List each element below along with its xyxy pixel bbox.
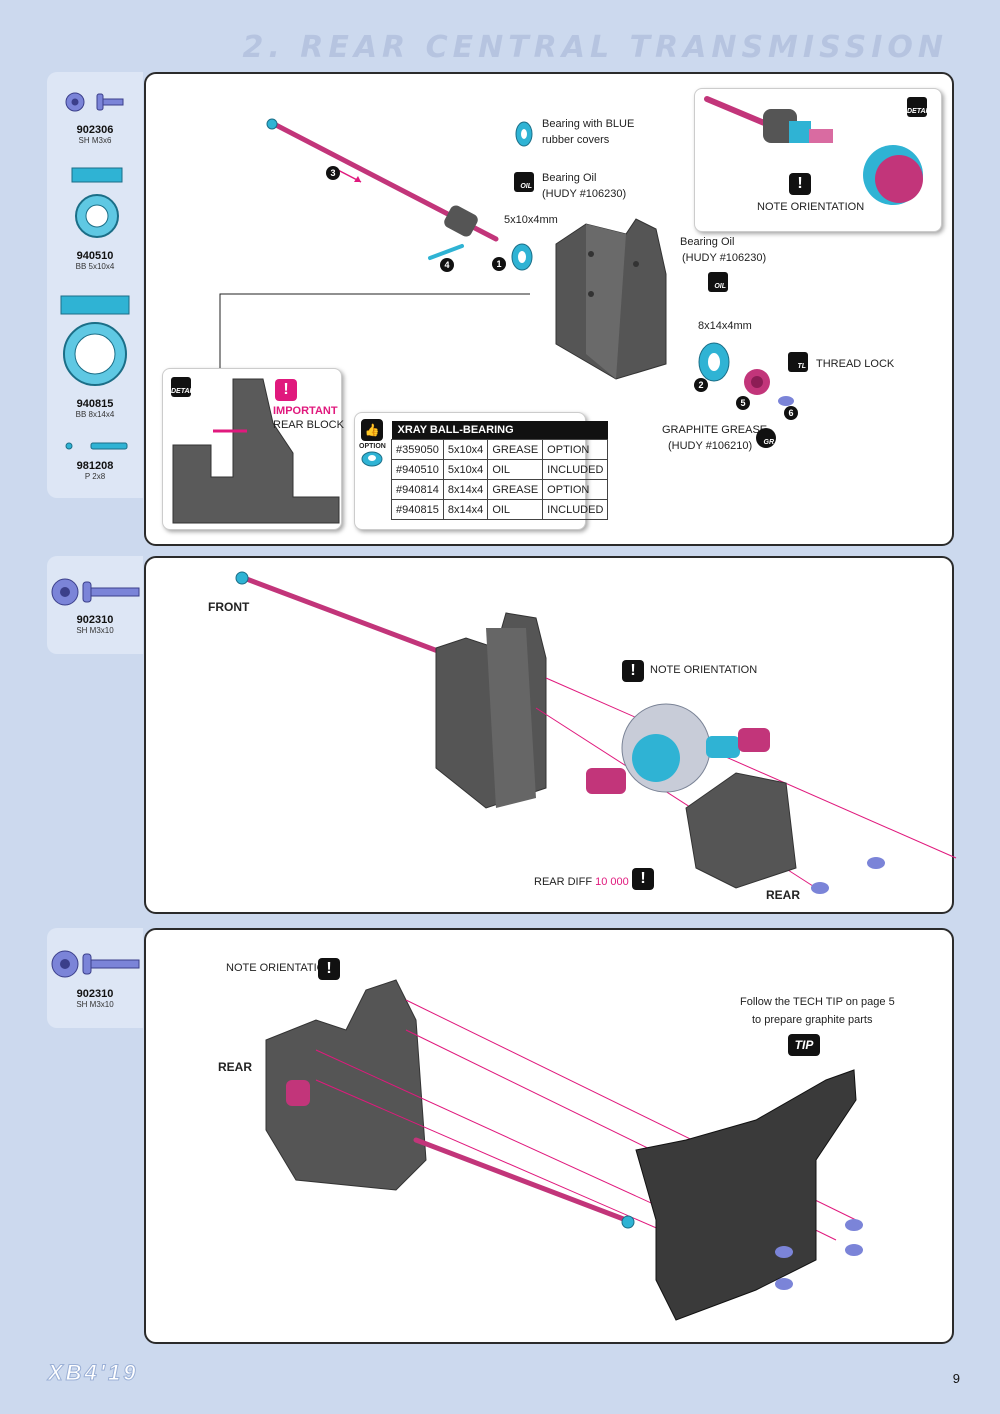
oil-icon: OIL xyxy=(514,172,534,192)
warning-icon: ! xyxy=(622,660,644,682)
note-thread-lock: THREAD LOCK xyxy=(816,358,895,370)
option-badge: 👍 OPTION xyxy=(359,419,386,473)
note-graphite-grease: GRAPHITE GREASE xyxy=(662,424,768,436)
detail-icon: DETAIL xyxy=(907,97,932,117)
diff-gear-detail-image xyxy=(704,96,923,205)
note-orientation: NOTE ORIENTATION xyxy=(226,962,334,974)
note-graphite-grease-ref: (HUDY #106210) xyxy=(668,440,753,452)
oil-icon: OIL xyxy=(708,272,728,292)
tech-tip-line2: to prepare graphite parts xyxy=(752,1014,873,1026)
note-bearing-oil-2: Bearing Oil xyxy=(680,236,735,248)
important-warning-icon: ! xyxy=(275,379,297,401)
step-number: 5 xyxy=(736,396,750,410)
note-orientation: NOTE ORIENTATION xyxy=(650,664,758,676)
table-title: XRAY BALL-BEARING xyxy=(391,421,608,440)
rear-diff-assembly-image xyxy=(235,571,957,894)
parts-sidebar-step2: 902310 SH M3x10 xyxy=(47,556,143,654)
step-number: 4 xyxy=(440,258,454,272)
note-rubber-covers: rubber covers xyxy=(542,134,610,146)
bearing-small-image xyxy=(515,121,533,147)
screw-icon xyxy=(51,578,140,606)
part-981208: 981208 P 2x8 xyxy=(76,460,114,481)
parts-sidebar-step3: 902310 SH M3x10 xyxy=(47,928,143,1028)
detail-box-rear-block: DETAIL ! IMPORTANT REAR BLOCK xyxy=(162,368,344,530)
drive-shaft-image xyxy=(266,118,499,242)
part-902310: 902310 SH M3x10 xyxy=(76,988,114,1009)
step-number: 6 xyxy=(784,406,798,420)
part-940510: 940510 BB 5x10x4 xyxy=(75,250,115,271)
warning-icon: ! xyxy=(632,868,654,890)
pin-image xyxy=(428,244,464,260)
parts-sidebar-step1: 902306 SH M3x6 940510 BB 5x10x4 940815 B… xyxy=(47,72,143,498)
note-rear-block: REAR BLOCK xyxy=(273,419,344,431)
step-number: 1 xyxy=(492,257,506,271)
screw-icon xyxy=(51,950,140,978)
note-bearing-blue: Bearing with BLUE xyxy=(542,118,635,130)
note-orientation-detail: NOTE ORIENTATION xyxy=(757,201,865,213)
part-902310: 902310 SH M3x10 xyxy=(76,614,114,635)
screw-icon xyxy=(65,92,124,112)
thumbs-up-icon: 👍 xyxy=(361,419,383,441)
label-rear: REAR xyxy=(218,1060,253,1074)
bearing-large-image xyxy=(698,342,730,382)
rear-block-shock-tower-image xyxy=(265,979,863,1321)
step-number: 2 xyxy=(694,378,708,392)
step3-panel: NOTE ORIENTATION ! REAR Follow the TECH … xyxy=(144,928,954,1344)
rear-block-image xyxy=(555,218,667,380)
tip-badge: TIP xyxy=(788,1034,820,1056)
note-size-5x10x4: 5x10x4mm xyxy=(504,214,558,226)
pin-icon xyxy=(65,442,128,450)
screw-image xyxy=(778,396,794,406)
page-number: 9 xyxy=(952,1371,960,1386)
warning-icon: ! xyxy=(318,958,340,980)
step1-panel: 3 4 1 Bearing with BLUE rubber covers OI… xyxy=(144,72,954,546)
page-title: 2. REAR CENTRAL TRANSMISSION xyxy=(242,30,948,65)
grease-icon: GR xyxy=(756,428,776,448)
part-902306: 902306 SH M3x6 xyxy=(76,124,114,145)
label-front: FRONT xyxy=(208,600,250,614)
tech-tip-line1: Follow the TECH TIP on page 5 xyxy=(740,996,895,1008)
step2-panel: FRONT ! NOTE ORIENTATION REAR DIFF 10 00… xyxy=(144,556,957,914)
direction-arrow xyxy=(335,168,362,183)
note-bearing-oil: Bearing Oil xyxy=(542,172,597,184)
part-940815: 940815 BB 8x14x4 xyxy=(75,398,115,419)
bearing-large-icon xyxy=(60,295,130,386)
step-number: 3 xyxy=(326,166,340,180)
label-rear: REAR xyxy=(766,888,801,902)
thread-lock-icon: TL xyxy=(788,352,808,372)
bearing-icon xyxy=(71,167,123,238)
note-rear-diff: REAR DIFF 10 000 cSt xyxy=(534,876,648,888)
detail-icon: DETAIL xyxy=(171,377,196,397)
note-size-8x14x4: 8x14x4mm xyxy=(698,320,752,332)
note-important: IMPORTANT xyxy=(273,405,338,417)
note-bearing-oil-2-ref: (HUDY #106230) xyxy=(682,252,767,264)
warning-icon: ! xyxy=(789,173,811,195)
bearing-icon xyxy=(361,451,383,467)
pinion-image xyxy=(744,369,770,395)
logo: XB4'19 xyxy=(48,1360,139,1386)
bearing-image xyxy=(511,243,533,271)
note-bearing-oil-ref: (HUDY #106230) xyxy=(542,188,627,200)
rear-block-detail-image xyxy=(172,378,340,524)
detail-box-orientation: DETAIL ! NOTE ORIENTATION xyxy=(694,88,942,232)
